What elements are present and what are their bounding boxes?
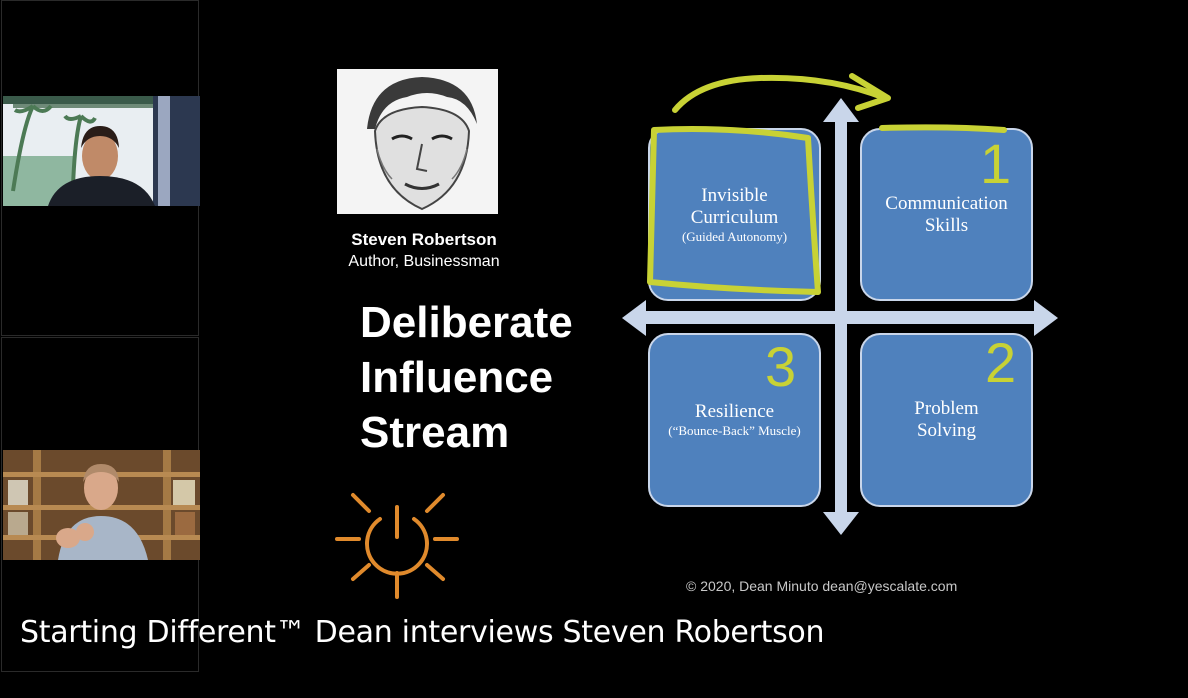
heading-line: Stream bbox=[360, 408, 510, 457]
quadrant-title: Problem bbox=[914, 398, 979, 419]
slide-copyright: © 2020, Dean Minuto dean@yescalate.com bbox=[686, 578, 958, 594]
annotation-number-2: 2 bbox=[985, 331, 1016, 394]
quadrant-invisible-curriculum: Invisible Curriculum (Guided Autonomy) bbox=[648, 128, 821, 301]
quadrant-title: Curriculum bbox=[690, 206, 779, 228]
quadrant-subtitle: (Guided Autonomy) bbox=[681, 228, 788, 244]
participant-sidebar bbox=[0, 0, 200, 672]
speaker-role: Author, Businessman bbox=[348, 253, 500, 270]
annotation-number-1: 1 bbox=[980, 132, 1011, 195]
quadrant-title: Resilience bbox=[694, 401, 775, 422]
quadrant-title: Communication bbox=[885, 192, 1008, 214]
participant-tile-host[interactable] bbox=[1, 0, 200, 336]
sun-power-icon bbox=[335, 487, 461, 600]
guest-video bbox=[3, 450, 200, 560]
speaker-name: Steven Robertson bbox=[351, 230, 497, 249]
host-video bbox=[3, 96, 200, 206]
quadrant-title: Solving bbox=[916, 420, 977, 441]
slide-heading: Deliberate Influence Stream bbox=[360, 295, 573, 460]
quadrant-resilience: Resilience (“Bounce-Back” Muscle) bbox=[648, 333, 821, 507]
annotation-number-3: 3 bbox=[765, 335, 796, 398]
speaker-portrait bbox=[337, 69, 498, 214]
quadrant-title: Skills bbox=[924, 214, 969, 236]
heading-line: Deliberate bbox=[360, 298, 573, 347]
video-caption: Starting Different™ Dean interviews Stev… bbox=[20, 615, 825, 650]
quadrant-title: Invisible bbox=[701, 184, 768, 206]
heading-line: Influence bbox=[360, 353, 554, 402]
participant-tile-guest[interactable] bbox=[1, 337, 200, 672]
quadrant-communication-skills: Communication Skills bbox=[860, 128, 1033, 301]
quadrant-subtitle: (“Bounce-Back” Muscle) bbox=[668, 423, 801, 438]
quadrant-problem-solving: Problem Solving bbox=[860, 333, 1033, 507]
